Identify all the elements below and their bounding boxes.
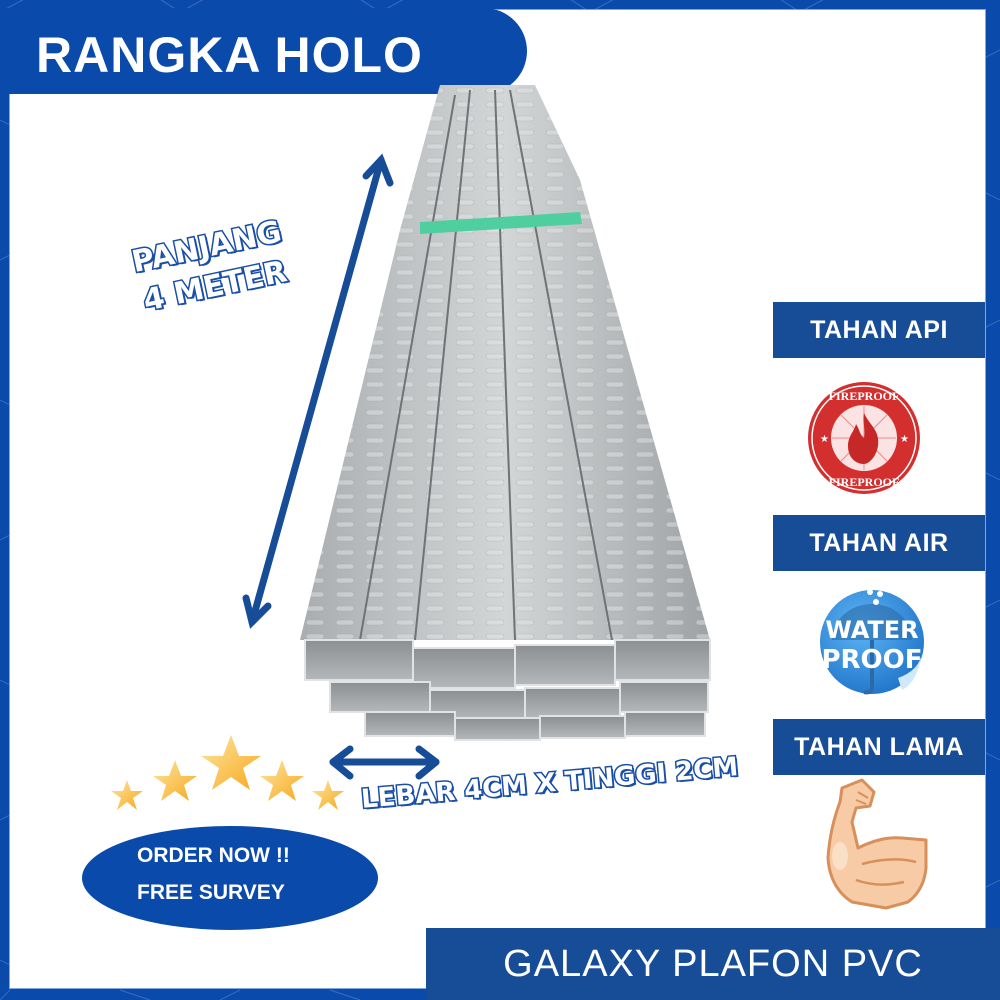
star-icon — [260, 760, 304, 801]
fireproof-text-bottom: FIREPROOF — [829, 475, 900, 489]
star-icon — [312, 780, 344, 810]
cta-line2: FREE SURVEY — [137, 881, 285, 904]
strong-arm-icon — [826, 778, 928, 910]
metal-profile-bundle — [300, 85, 711, 741]
waterproof-text-2: PROOF — [821, 645, 922, 675]
waterproof-badge-icon: WATER PROOF — [820, 589, 924, 695]
feature-label-durable: TAHAN LAMA — [773, 719, 985, 775]
profile-ends — [304, 639, 711, 741]
waterproof-text-1: WATER — [825, 616, 918, 644]
brand-banner: GALAXY PLAFON PVC — [426, 928, 1000, 1000]
star-icon — [153, 760, 197, 801]
feature-label-fire: TAHAN API — [773, 302, 985, 358]
star-icon — [201, 735, 261, 790]
brand-name: GALAXY PLAFON PVC — [503, 942, 923, 985]
fireproof-text-top: FIREPROOF — [829, 389, 900, 403]
svg-text:★: ★ — [900, 434, 909, 445]
svg-text:★: ★ — [820, 434, 829, 445]
page-title: RANGKA HOLO — [36, 27, 423, 83]
star-icon — [111, 780, 143, 810]
cta-line1: ORDER NOW !! — [137, 844, 290, 867]
star-rating — [111, 735, 344, 810]
green-strap — [420, 212, 582, 234]
order-now-button[interactable]: ORDER NOW !! FREE SURVEY — [82, 826, 378, 930]
feature-label-water: TAHAN AIR — [773, 515, 985, 571]
title-banner: RANGKA HOLO — [0, 8, 527, 94]
fireproof-badge-icon: FIREPROOF FIREPROOF ★ ★ — [808, 382, 920, 494]
